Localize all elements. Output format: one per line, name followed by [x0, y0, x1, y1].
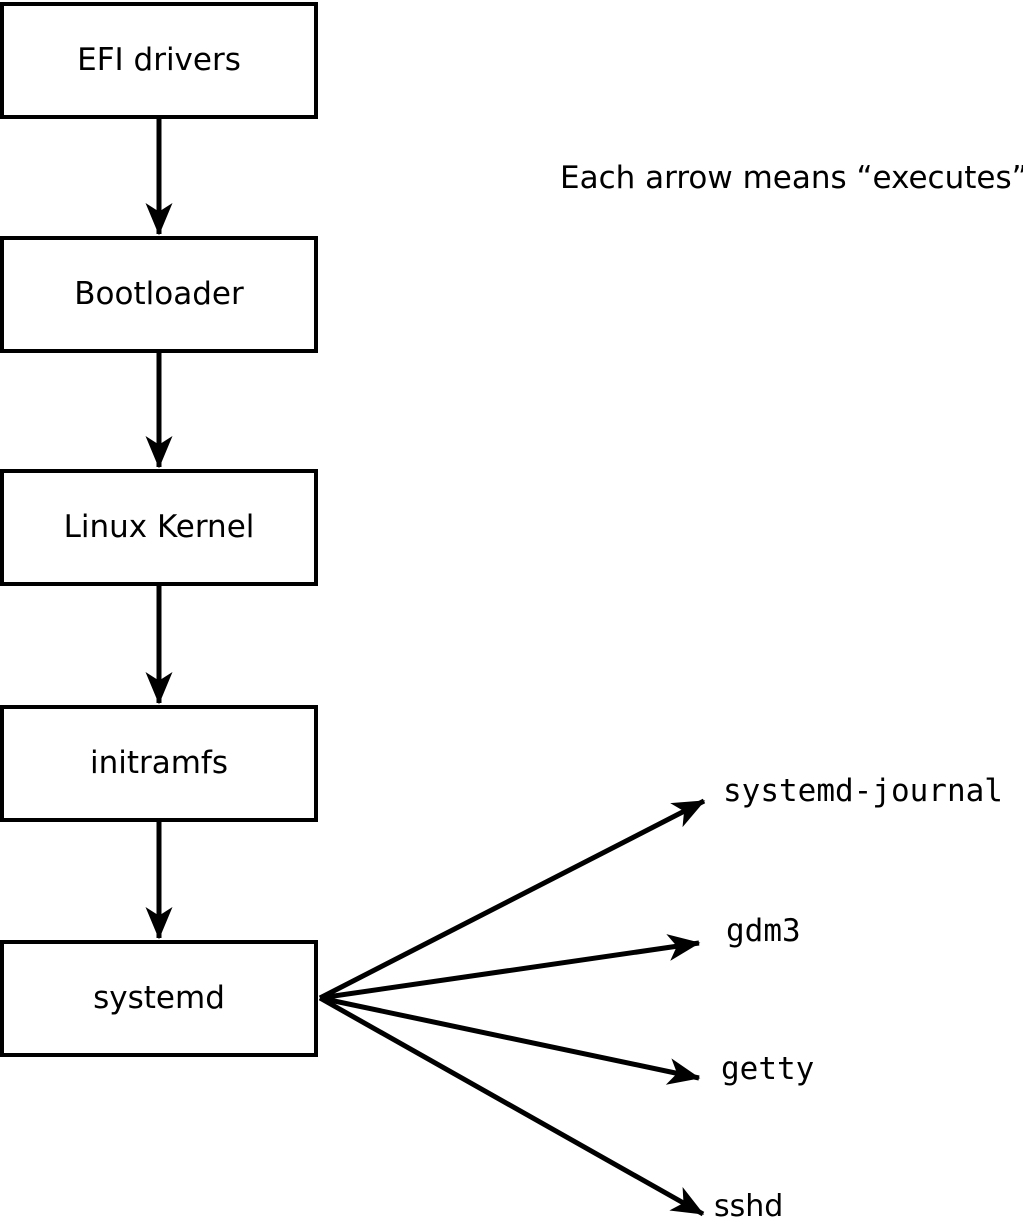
node-efi-drivers: EFI drivers: [0, 2, 318, 119]
node-systemd: systemd: [0, 940, 318, 1057]
service-label-getty: getty: [721, 1051, 815, 1087]
service-label-systemd-journal: systemd-journal: [723, 773, 1003, 809]
arrow-systemd-to-gdm3: [319, 934, 701, 1001]
node-label-initramfs: initramfs: [89, 745, 229, 781]
node-bootloader: Bootloader: [0, 236, 318, 353]
arrow-systemd-to-getty: [319, 995, 701, 1085]
arrow-systemd-to-sshd: [318, 995, 705, 1217]
node-initramfs: initramfs: [0, 705, 318, 822]
arrow-systemd-to-systemd-journal: [318, 798, 706, 1001]
node-label-bootloader: Bootloader: [74, 276, 244, 312]
service-label-sshd: sshd: [714, 1189, 784, 1224]
node-label-systemd: systemd: [93, 980, 225, 1016]
node-label-efi-drivers: EFI drivers: [77, 42, 241, 78]
node-label-linux-kernel: Linux Kernel: [63, 509, 255, 545]
caption: Each arrow means “executes”.: [560, 160, 1023, 196]
service-label-gdm3: gdm3: [726, 913, 801, 949]
node-linux-kernel: Linux Kernel: [0, 469, 318, 586]
